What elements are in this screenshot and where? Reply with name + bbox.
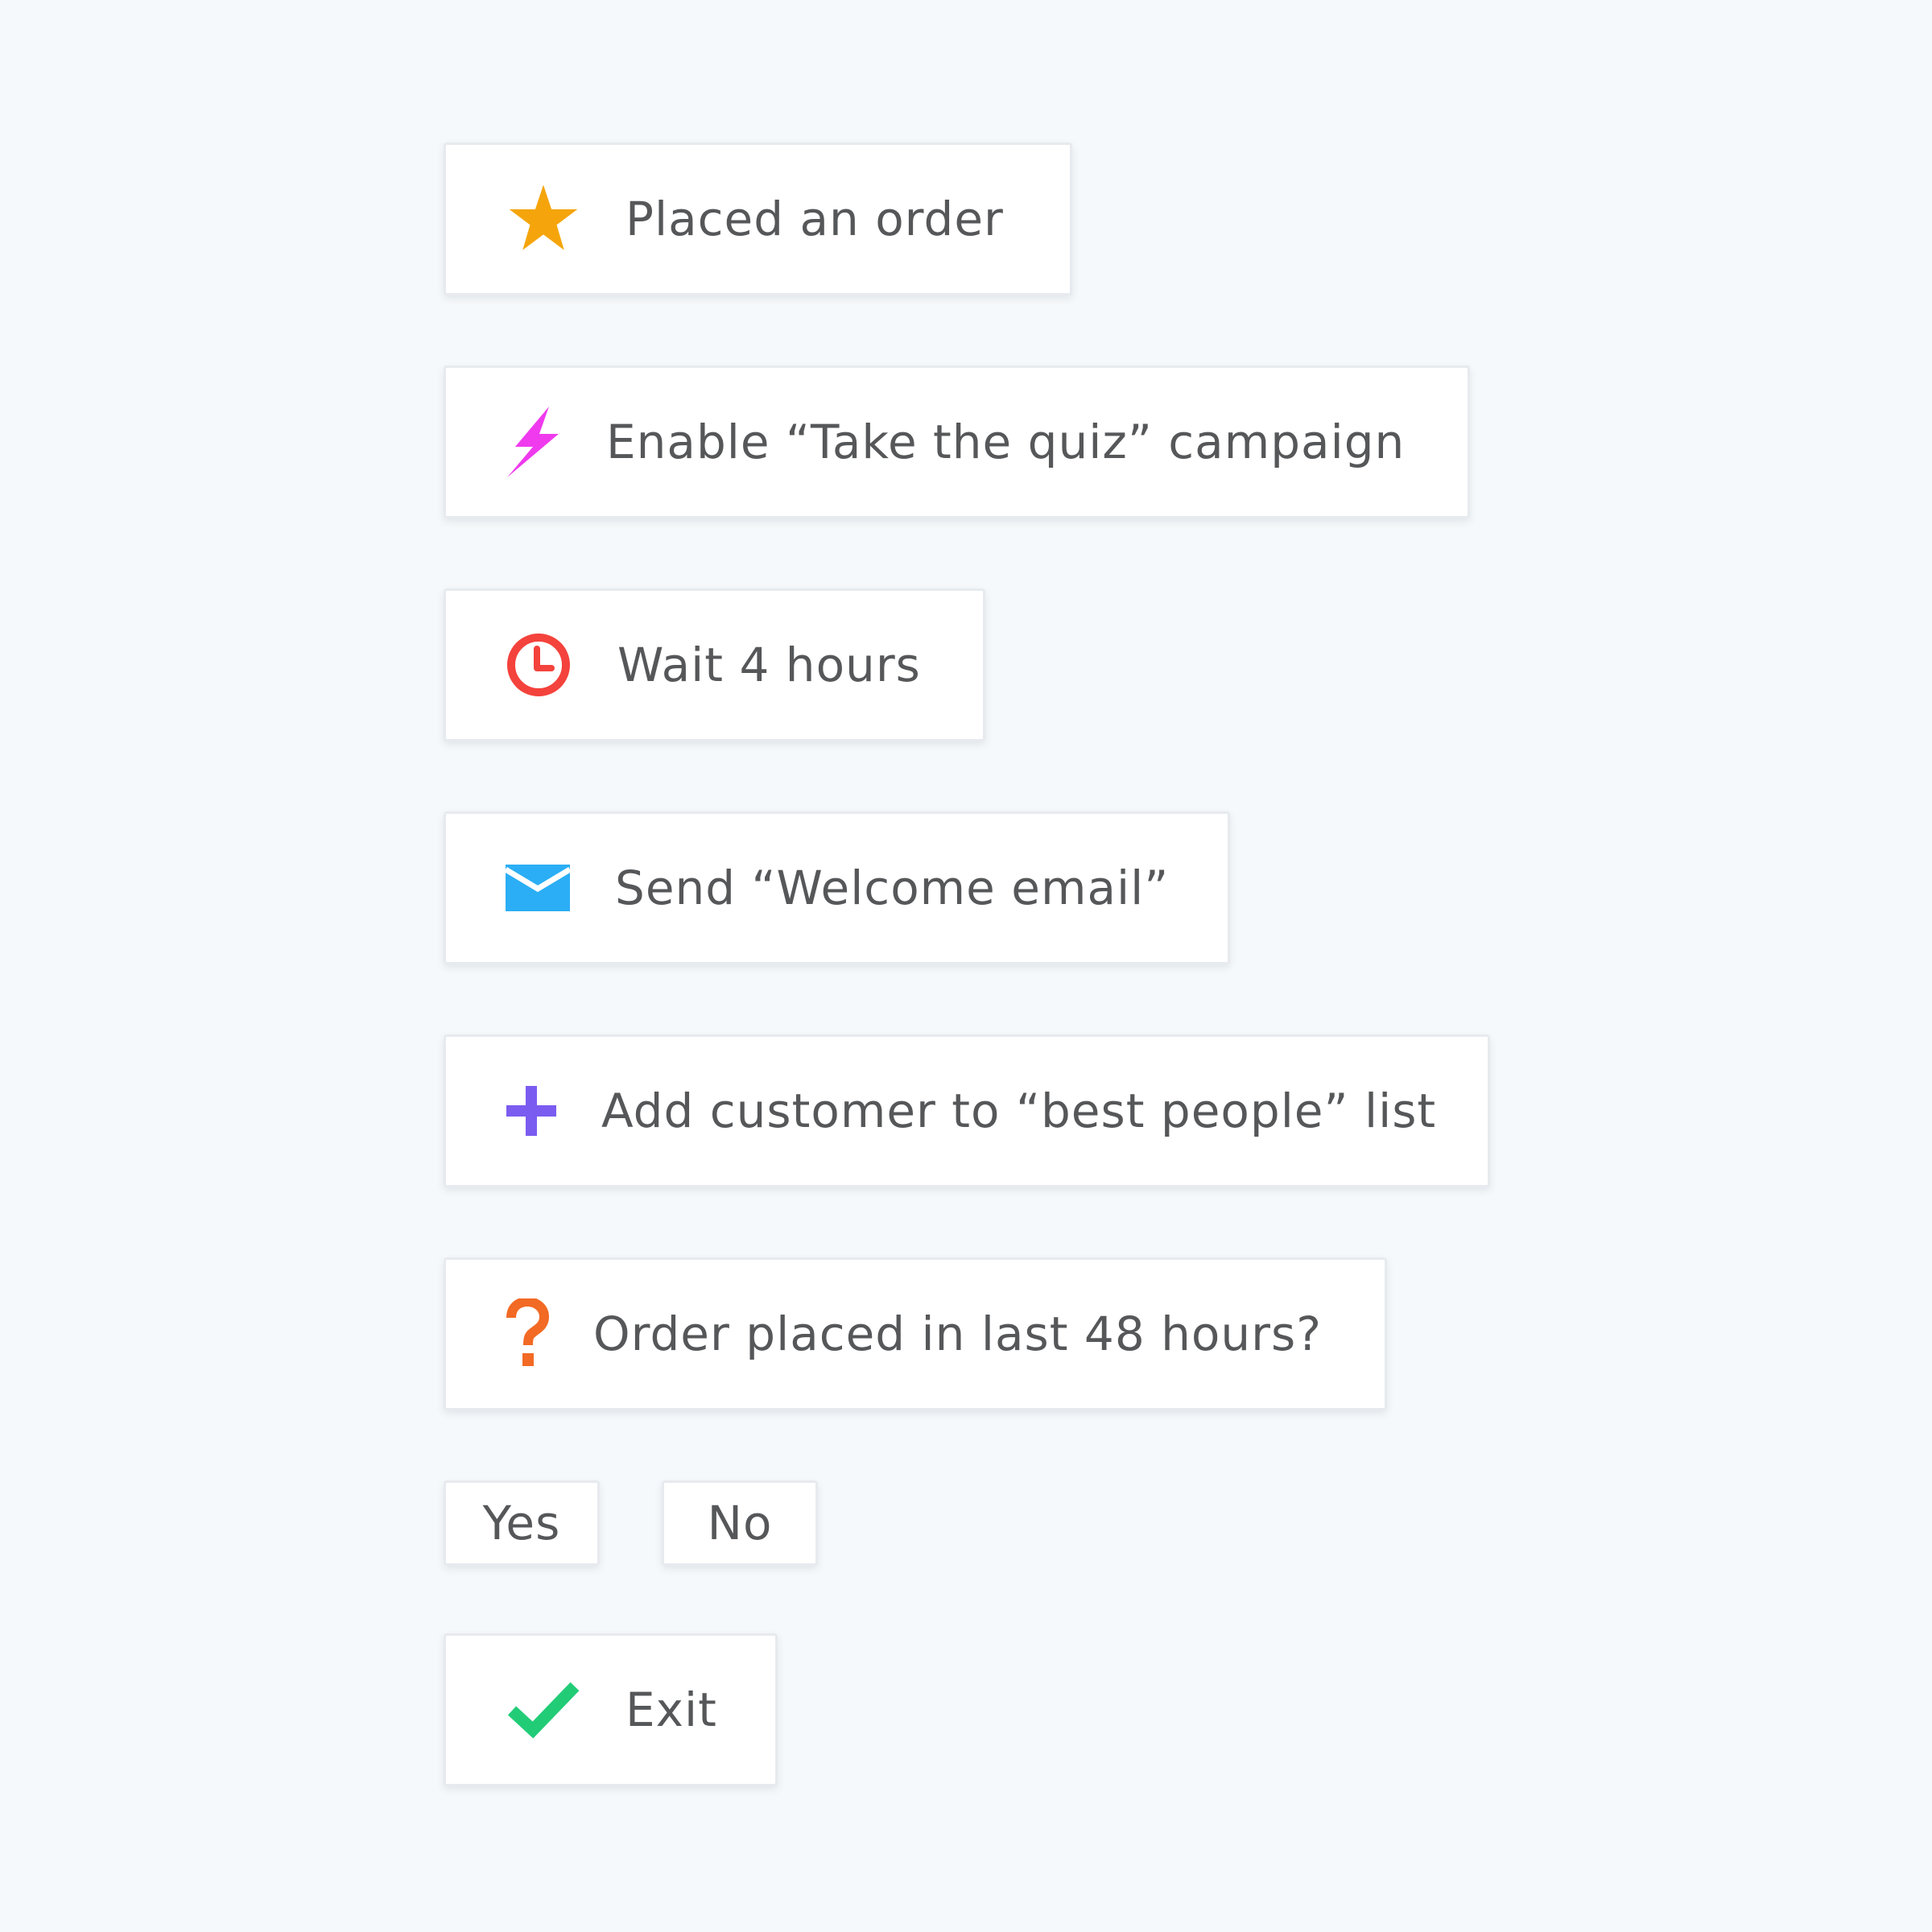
step-label: Send “Welcome email” — [615, 861, 1170, 915]
checkmark-icon — [507, 1682, 580, 1739]
lightning-bolt-icon — [507, 407, 559, 477]
step-label: Placed an order — [625, 192, 1004, 246]
branch-yes-button[interactable]: Yes — [444, 1480, 600, 1566]
star-icon — [509, 184, 578, 250]
branch-no-button[interactable]: No — [662, 1480, 818, 1566]
step-card-add-to-list[interactable]: Add customer to “best people” list — [444, 1034, 1490, 1187]
clock-icon — [507, 634, 570, 696]
step-card-exit[interactable]: Exit — [444, 1633, 778, 1786]
plus-icon — [506, 1086, 556, 1136]
step-label: Enable “Take the quiz” campaign — [606, 415, 1406, 469]
step-label: Wait 4 hours — [617, 638, 921, 692]
step-card-placed-order[interactable]: Placed an order — [444, 142, 1072, 295]
step-label: Add customer to “best people” list — [601, 1084, 1437, 1138]
step-card-send-email[interactable]: Send “Welcome email” — [444, 811, 1230, 964]
question-mark-icon — [506, 1298, 550, 1366]
step-label: Order placed in last 48 hours? — [593, 1307, 1323, 1361]
step-card-wait[interactable]: Wait 4 hours — [444, 588, 985, 741]
branch-no-label: No — [707, 1496, 773, 1550]
envelope-icon — [506, 865, 570, 911]
step-label: Exit — [625, 1682, 717, 1737]
step-card-condition[interactable]: Order placed in last 48 hours? — [444, 1257, 1387, 1410]
branch-yes-label: Yes — [482, 1496, 561, 1550]
step-card-enable-campaign[interactable]: Enable “Take the quiz” campaign — [444, 365, 1470, 518]
